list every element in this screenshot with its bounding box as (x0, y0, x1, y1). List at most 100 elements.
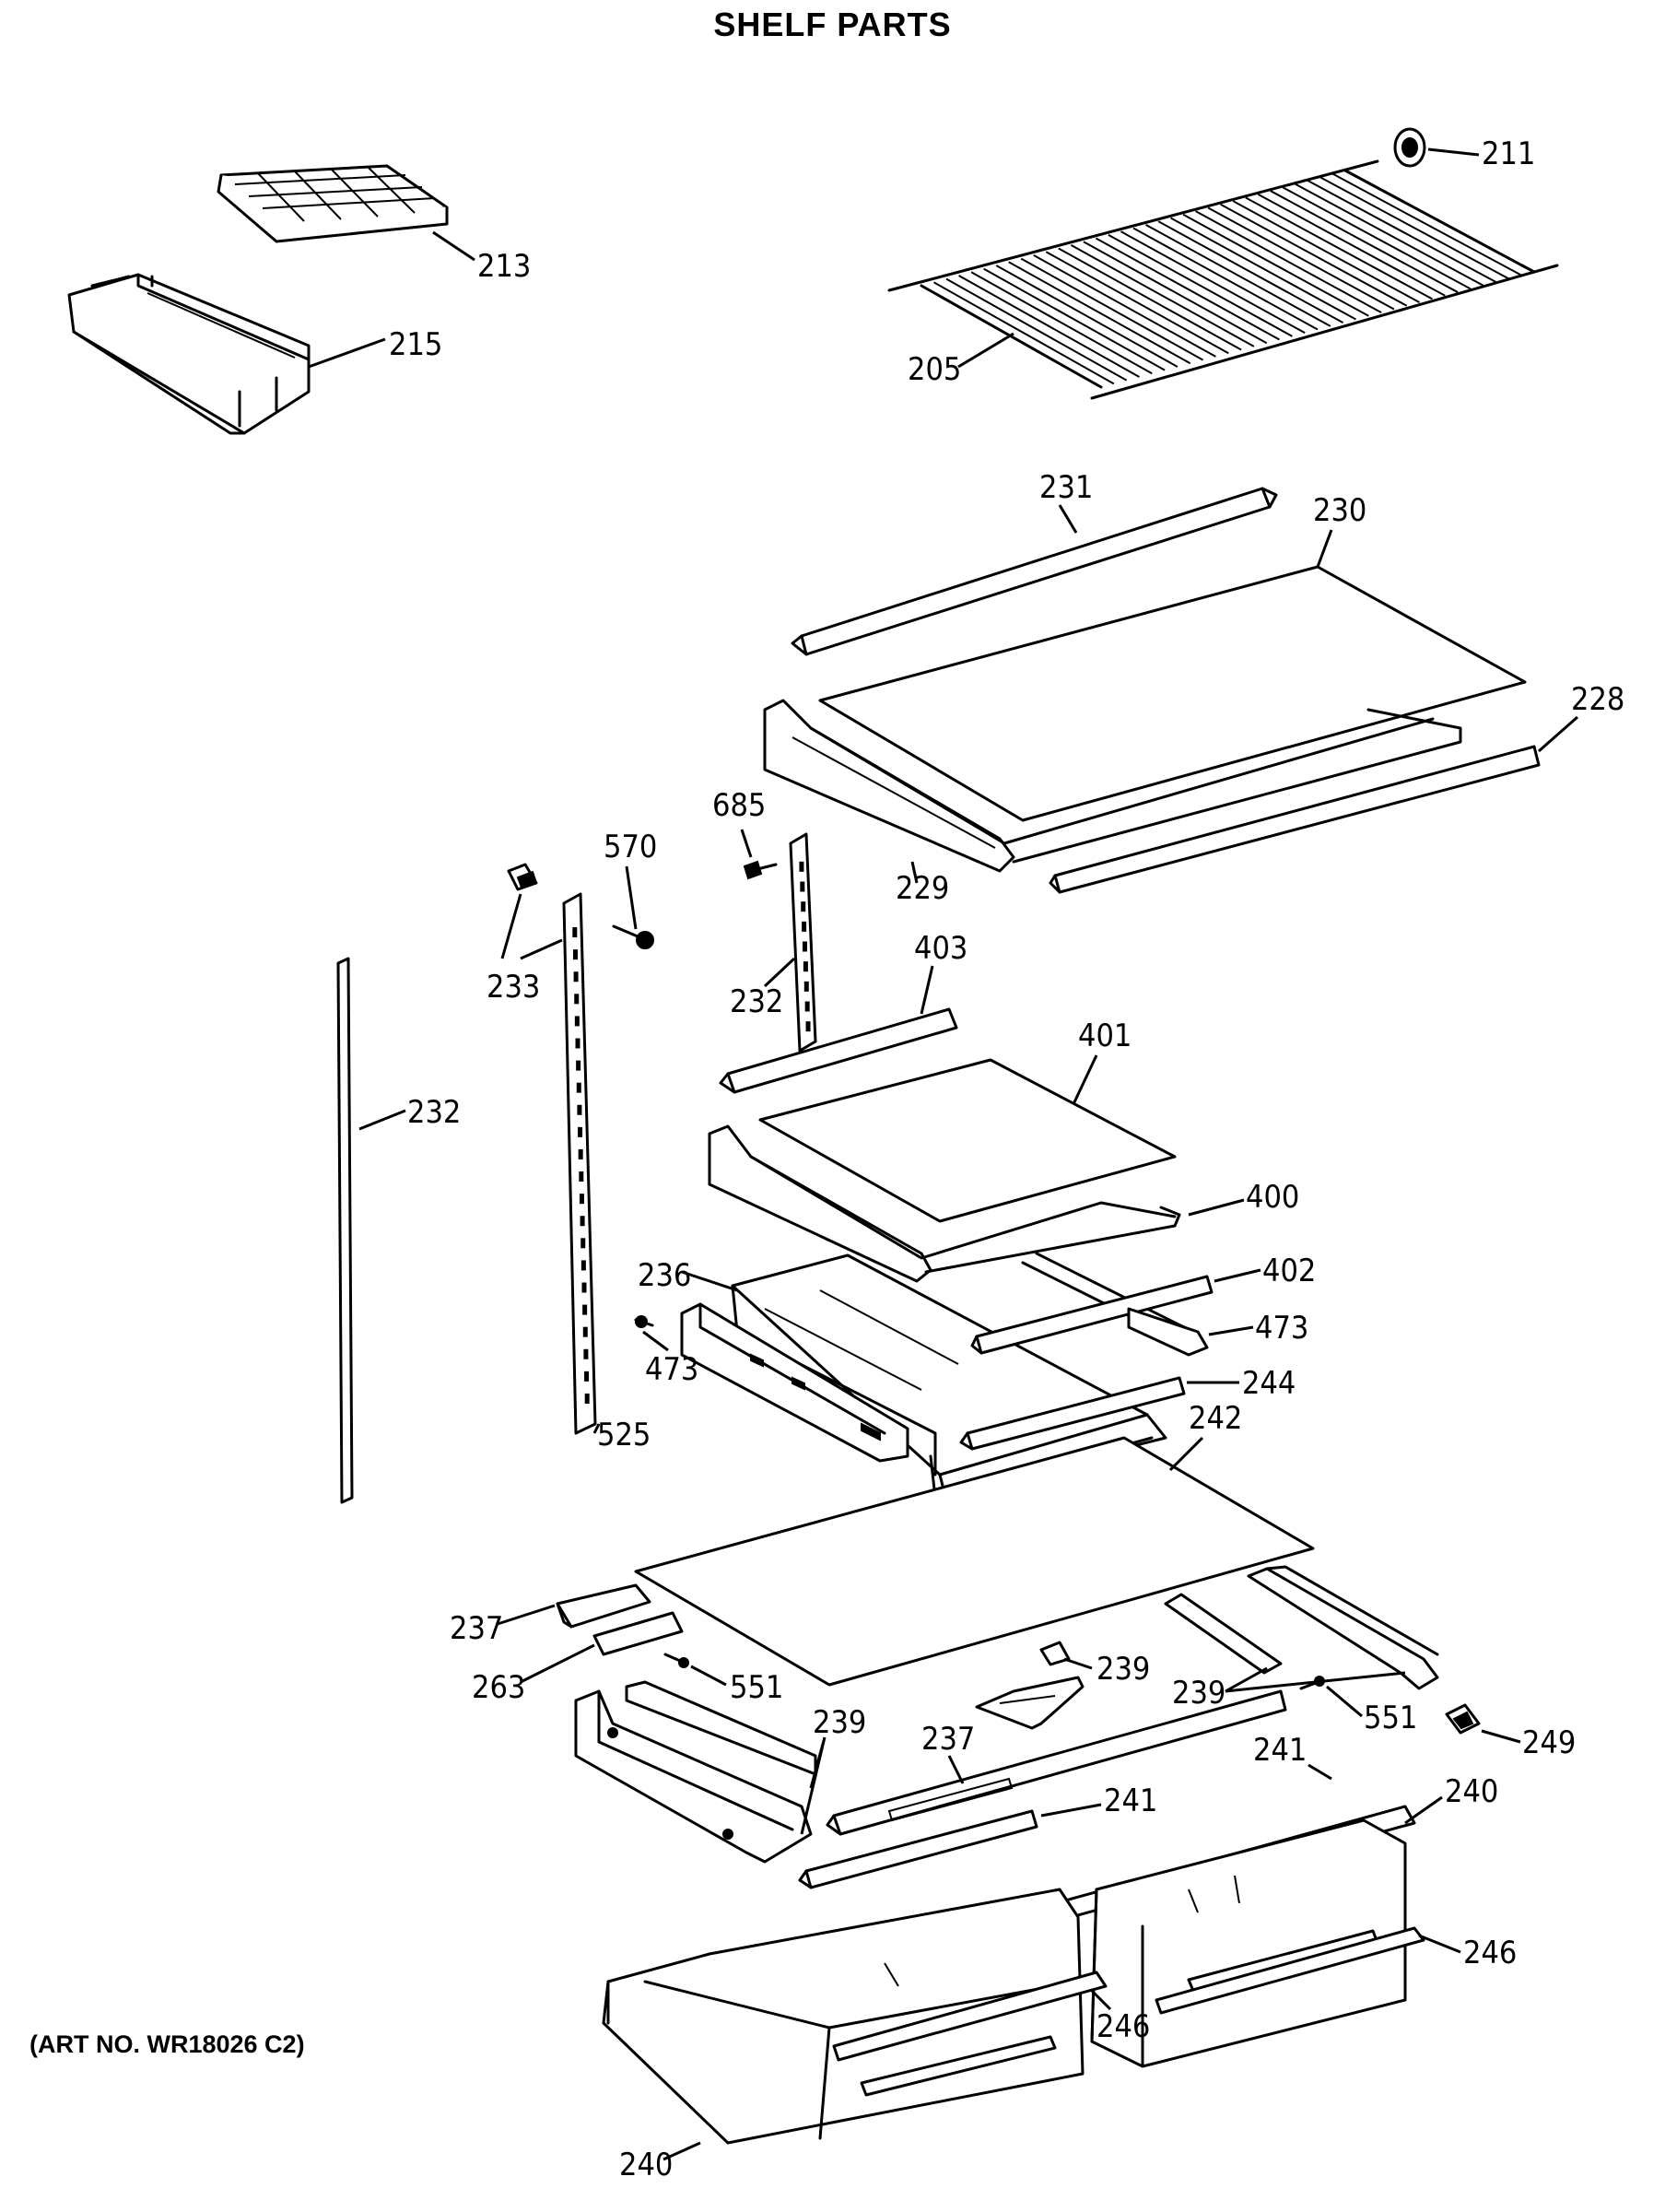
wire-bar (1058, 247, 1242, 351)
screw-551-left-part[interactable] (663, 1653, 689, 1668)
leader-401 (1072, 1054, 1098, 1105)
ladder-slot (583, 1348, 589, 1359)
leader-402 (1214, 1268, 1261, 1283)
ladder-slot (573, 971, 579, 982)
wire-bar (1245, 196, 1433, 300)
wire-bar (1182, 213, 1369, 317)
wire-bar (1045, 251, 1229, 355)
shelf-frame-229-part[interactable] (763, 699, 1462, 873)
door-bin-part[interactable] (67, 273, 311, 435)
leader-403 (920, 965, 934, 1015)
ladder-slot (584, 1371, 590, 1382)
leader-400 (1188, 1198, 1245, 1217)
label-239-c: 239 (813, 1704, 866, 1741)
label-213: 213 (477, 248, 531, 285)
rail-232-left-part[interactable] (336, 957, 354, 1504)
ladder-slot (582, 1304, 588, 1315)
label-231: 231 (1039, 469, 1093, 506)
bracket-237-left-part[interactable] (556, 1583, 651, 1629)
leader-473-a (642, 1330, 669, 1352)
ladder-slot (581, 1282, 587, 1293)
wire-bar (1132, 227, 1319, 331)
bracket-239-center-part[interactable] (975, 1641, 1085, 1730)
rail-237-right-part[interactable] (826, 1689, 1287, 1836)
rail-228-part[interactable] (1049, 745, 1541, 894)
ladder-slot (582, 1326, 588, 1337)
ice-tray-part[interactable] (217, 164, 449, 243)
clip-249-part[interactable] (1445, 1703, 1481, 1735)
side-bracket-left-part[interactable] (680, 1302, 909, 1463)
rail-239-right-part[interactable] (1164, 1565, 1439, 1690)
leader-241-b (1307, 1763, 1332, 1781)
label-240-b: 240 (619, 2147, 673, 2183)
glass-242-part[interactable] (634, 1436, 1315, 1687)
drawer-handle-246-right-part[interactable] (1155, 1926, 1425, 2015)
glass-shelf-230-part[interactable] (818, 565, 1527, 822)
wire-bar (1331, 172, 1522, 276)
label-236: 236 (638, 1257, 691, 1294)
label-473-b: 473 (1255, 1310, 1308, 1347)
leader-205 (957, 332, 1014, 369)
ladder-slot (804, 1001, 810, 1012)
screw-551-right-part[interactable] (1299, 1676, 1325, 1690)
leader-246-a (1418, 1934, 1461, 1954)
wire-bar (1295, 182, 1484, 287)
label-240-a: 240 (1445, 1773, 1498, 1810)
leader-237-b (947, 1755, 965, 1784)
wire-bar (1232, 200, 1421, 303)
leader-230 (1316, 529, 1333, 568)
label-228: 228 (1571, 681, 1624, 718)
wire-bar (1307, 180, 1497, 283)
label-400: 400 (1246, 1179, 1299, 1216)
support-rail-left-part[interactable] (625, 1680, 817, 1776)
rail-241-left-part[interactable] (798, 1809, 1038, 1889)
ladder-slot (802, 921, 807, 932)
screw-473-part[interactable] (634, 1315, 654, 1328)
ladder-slot (574, 994, 580, 1005)
wire-bar (995, 265, 1178, 368)
wire-bar (1257, 193, 1446, 297)
trim-403-part[interactable] (719, 1007, 958, 1094)
screw-570-part[interactable] (612, 924, 654, 949)
shelf-frame-400-part[interactable] (708, 1124, 1181, 1283)
wire-bar (1344, 170, 1535, 273)
wire-bar (970, 271, 1153, 375)
ladder-slot (579, 1171, 584, 1182)
bracket-473-right-part[interactable] (1127, 1307, 1209, 1357)
label-232-b: 232 (407, 1094, 461, 1131)
crisper-support-left-part[interactable] (574, 1689, 813, 1864)
ladder-slot (574, 1016, 580, 1027)
rail-232-middle-part[interactable] (789, 832, 817, 1053)
wire-bar (1270, 190, 1459, 293)
leader-229 (910, 861, 919, 884)
wire-bar (933, 281, 1115, 385)
ladder-slot (577, 1104, 582, 1115)
leader-233 (500, 893, 563, 960)
wire-bar (1319, 176, 1509, 280)
shelf-trim-231-part[interactable] (791, 487, 1278, 656)
label-246-b: 246 (1096, 2008, 1150, 2045)
shelf-cap-part[interactable] (1393, 127, 1426, 168)
ladder-rail-525-part[interactable] (562, 892, 597, 1435)
crisper-drawer-left-part[interactable] (602, 1888, 1085, 2145)
label-551-b: 551 (1364, 1700, 1417, 1736)
clip-233-part[interactable] (507, 863, 538, 891)
rail-402-part[interactable] (970, 1275, 1214, 1355)
wire-bar (1083, 241, 1268, 345)
drawer-handle-246-left-part[interactable] (832, 1971, 1108, 2062)
wire-shelf-part[interactable] (887, 159, 1559, 400)
leader-246-b (1090, 1989, 1112, 2011)
rail-244-part[interactable] (959, 1376, 1186, 1451)
page-title: SHELF PARTS (713, 6, 952, 43)
glass-shelf-401-part[interactable] (758, 1058, 1177, 1223)
label-246-a: 246 (1463, 1935, 1517, 1971)
label-570: 570 (604, 829, 657, 865)
screw-685-part[interactable] (743, 860, 778, 880)
leader-249 (1481, 1729, 1521, 1744)
rail-263-part[interactable] (592, 1611, 684, 1656)
leader-242 (1168, 1436, 1204, 1472)
wire-bar (1108, 233, 1293, 337)
ladder-slot (799, 861, 804, 872)
label-211: 211 (1482, 135, 1535, 172)
label-244: 244 (1242, 1365, 1296, 1402)
